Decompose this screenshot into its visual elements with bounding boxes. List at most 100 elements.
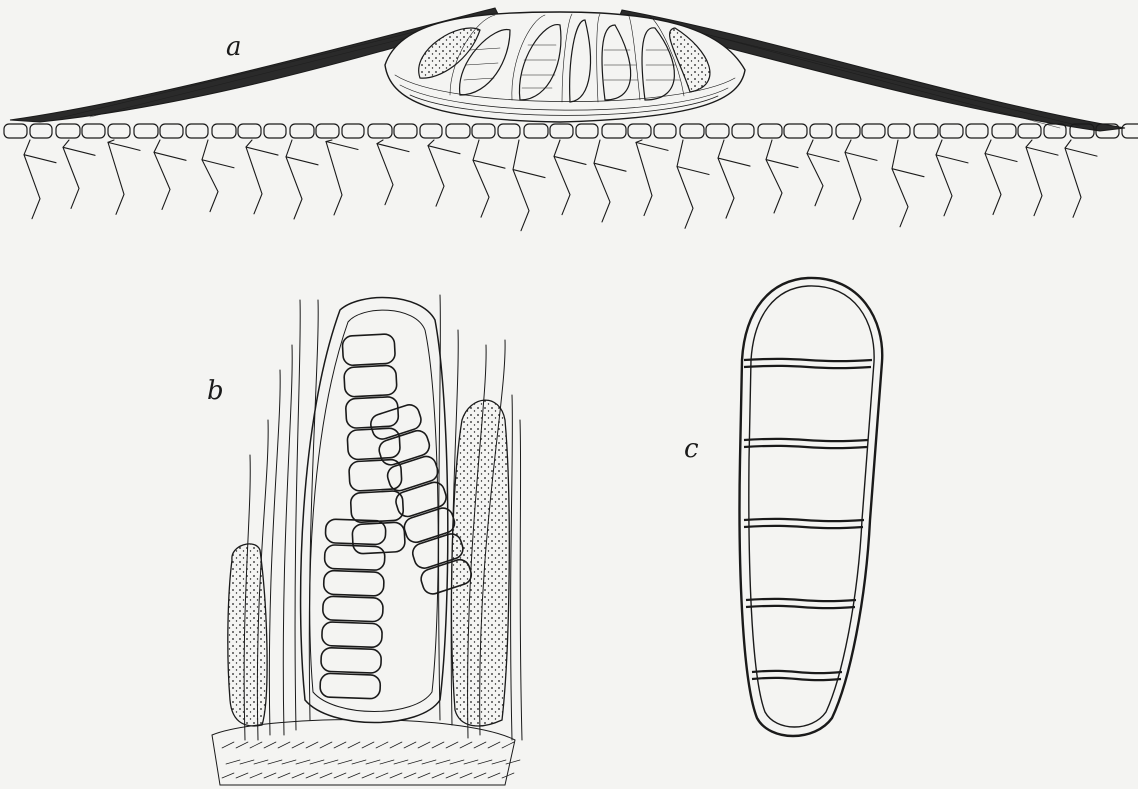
mesophyll-cell-wall <box>636 142 668 150</box>
epidermis-cell <box>836 124 860 138</box>
panel-label-b: b <box>207 378 224 404</box>
mesophyll-cell-wall <box>892 140 908 227</box>
epidermis-cell <box>108 124 130 138</box>
mesophyll-cell-wall <box>1026 147 1058 155</box>
mesophyll-cell-wall <box>326 142 358 150</box>
epidermis-cell <box>784 124 807 138</box>
epidermis-cell <box>524 124 548 138</box>
epidermis-cell <box>394 124 417 138</box>
mesophyll-cell-wall <box>24 140 40 219</box>
mesophyll-cell-wall <box>428 140 444 206</box>
mature-ascus-wall <box>301 298 448 723</box>
mesophyll-cell-wall <box>936 140 952 216</box>
mesophyll-cell-wall <box>202 160 234 168</box>
epidermis-cell <box>290 124 314 138</box>
epidermis-cell <box>472 124 495 138</box>
spore-outer-wall <box>740 278 883 736</box>
epidermis-cell <box>134 124 158 138</box>
mesophyll-cell-wall <box>473 160 505 168</box>
epidermis-cell <box>550 124 573 138</box>
mesophyll-cell-wall <box>1065 148 1097 156</box>
mesophyll-cell-wall <box>428 146 460 154</box>
mesophyll-cell-wall <box>554 140 570 215</box>
mesophyll-cell-wall <box>766 140 782 213</box>
panel-label-c: c <box>684 436 699 462</box>
mesophyll-cell-wall <box>154 140 170 209</box>
mesophyll-cell-wall <box>326 140 342 215</box>
mesophyll-cell-wall <box>807 154 839 162</box>
epidermis-cell <box>758 124 782 138</box>
mesophyll-cell-wall <box>594 163 626 171</box>
paraphysis <box>295 300 300 730</box>
epidermis-cell <box>1044 124 1066 138</box>
epidermis-cell <box>1122 124 1138 138</box>
mesophyll-cell-wall <box>677 140 693 228</box>
mesophyll-cell-wall <box>985 154 1017 162</box>
epidermis-cell <box>82 124 105 138</box>
epidermis-cell <box>654 124 676 138</box>
epidermis-cell <box>602 124 626 138</box>
mesophyll-cell-wall <box>845 152 877 160</box>
mesophyll-cell-wall <box>677 167 709 175</box>
epidermis-cell <box>680 124 704 138</box>
mesophyll-cell-wall <box>718 140 734 218</box>
epidermis-cell <box>238 124 261 138</box>
mesophyll-cell-wall <box>154 152 186 160</box>
panel-a-cross-section <box>4 8 1138 231</box>
mesophyll-cell-wall <box>936 155 968 163</box>
mesophyll-cell-wall <box>1026 140 1042 216</box>
mesophyll-cell-wall <box>985 140 1001 215</box>
epidermis-cell <box>446 124 470 138</box>
epidermis-cell <box>498 124 520 138</box>
immature-ascus <box>228 544 267 726</box>
epidermis-cell <box>810 124 832 138</box>
epidermis-cell <box>368 124 392 138</box>
mesophyll-cell-wall <box>513 140 529 231</box>
epidermis-cell <box>1018 124 1041 138</box>
mesophyll-cell-wall <box>513 170 545 178</box>
mesophyll-cell-wall <box>108 140 124 214</box>
epidermis-cell <box>186 124 208 138</box>
panel-label-a: a <box>226 34 242 60</box>
epidermis-cell <box>862 124 885 138</box>
mesophyll-cell-wall <box>892 169 924 177</box>
epidermis-cell <box>420 124 442 138</box>
paraphysis <box>520 420 522 740</box>
mesophyll-cell-wall <box>63 147 95 155</box>
epidermis-cell <box>888 124 910 138</box>
epidermis-cell <box>966 124 988 138</box>
mesophyll-cell-wall <box>246 140 262 214</box>
mesophyll-cell-wall <box>718 158 750 166</box>
epidermis-cell <box>576 124 598 138</box>
immature-ascus <box>451 400 509 726</box>
panel-b-ascus-detail <box>212 295 522 785</box>
mesophyll-cell-wall <box>286 157 318 165</box>
mesophyll-cell-wall <box>377 140 393 205</box>
epidermis-cell <box>4 124 27 138</box>
mesophyll-cell-wall <box>377 144 409 152</box>
mesophyll-cell-wall <box>24 155 56 163</box>
mesophyll-cell-wall <box>807 140 823 206</box>
mesophyll-cell-wall <box>473 140 489 217</box>
mesophyll-cell-wall <box>636 140 652 216</box>
paraphysis <box>269 370 280 735</box>
mesophyll-cell-wall <box>766 160 798 168</box>
epidermis-cell <box>940 124 963 138</box>
mesophyll-cell-wall <box>108 142 140 150</box>
mesophyll-cell-wall <box>845 140 861 219</box>
epidermis-cell <box>914 124 938 138</box>
epidermis-cell <box>160 124 183 138</box>
epidermis-cell <box>628 124 651 138</box>
epidermis-cell <box>992 124 1016 138</box>
mesophyll-cell-wall <box>286 140 302 219</box>
epidermis-cell <box>732 124 754 138</box>
epidermis-cell <box>212 124 236 138</box>
paraphysis <box>511 395 513 740</box>
mesophyll-cell-wall <box>246 147 278 155</box>
mesophyll-cell-wall <box>554 156 586 164</box>
paraphysis <box>283 345 292 735</box>
mesophyll-cell-wall <box>594 140 610 222</box>
epidermis-cell <box>706 124 729 138</box>
epidermis-cell <box>342 124 364 138</box>
